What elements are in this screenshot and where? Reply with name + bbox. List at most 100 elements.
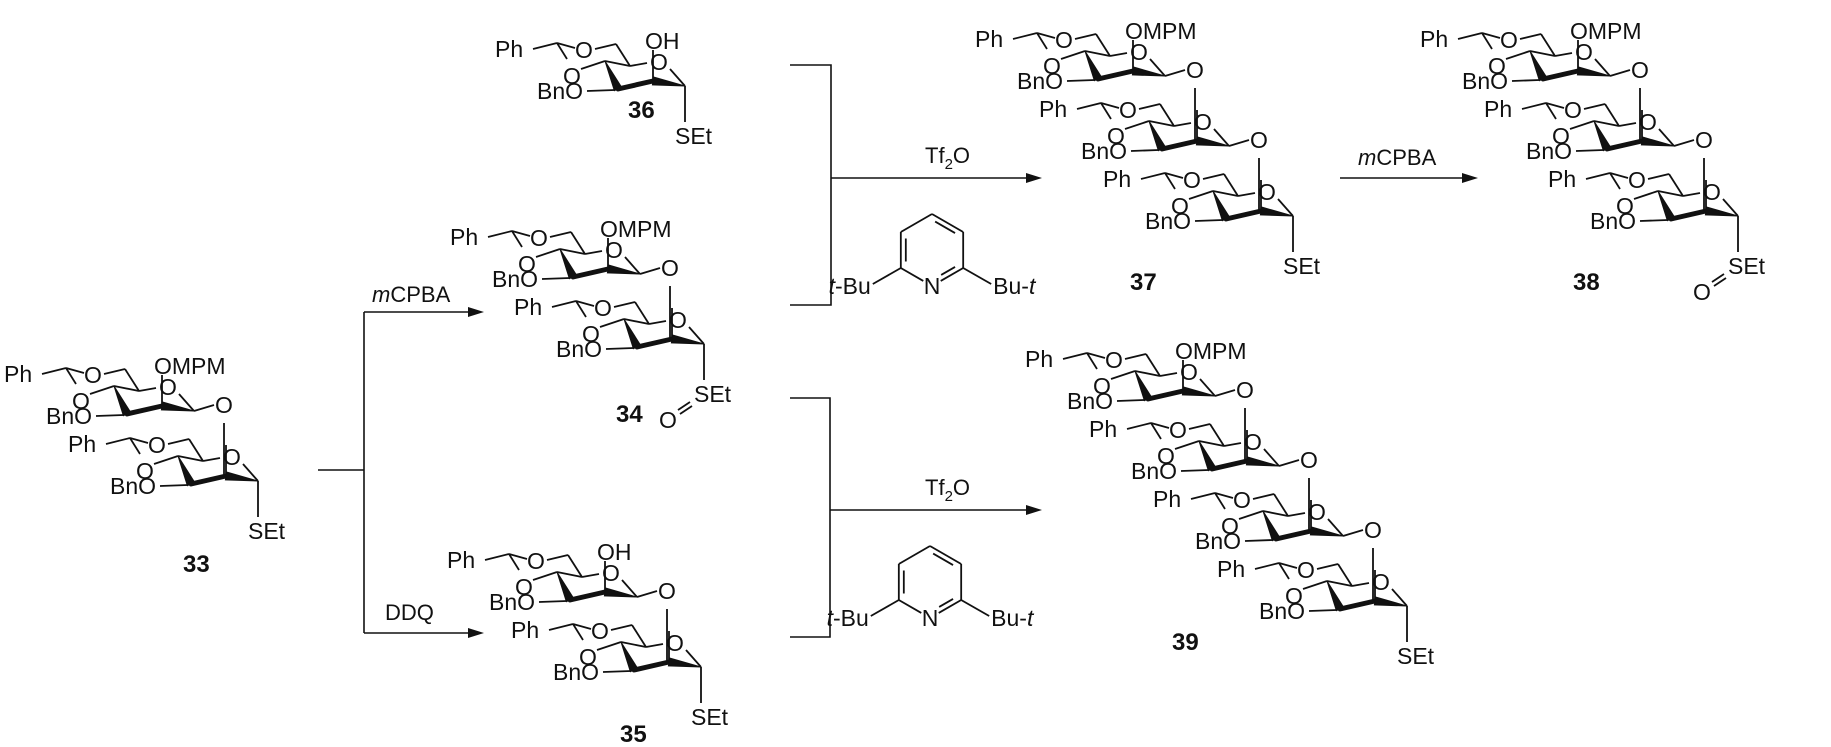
- arrowhead-r1: [468, 307, 484, 317]
- bond-o4-c4: [1124, 120, 1150, 130]
- bond-o5-c1: [1263, 448, 1280, 467]
- reagent-r1: mCPBA: [372, 282, 451, 307]
- phenyl-label: Ph: [1548, 166, 1576, 192]
- bond-c1-oglyc: [636, 590, 658, 598]
- ring-oxygen-o4: O: [1107, 123, 1125, 149]
- bond-o5-c1: [669, 68, 686, 87]
- bond-o4-c4: [1174, 440, 1200, 450]
- phenyl-label: Ph: [447, 547, 475, 573]
- compound-label-33: 33: [183, 551, 210, 578]
- phenyl-label: Ph: [1484, 96, 1512, 122]
- thioethyl-label: SEt: [675, 123, 713, 149]
- bond-c5-o5: [1618, 122, 1637, 127]
- tbu-italic: t: [1029, 273, 1037, 299]
- bond-o3-c3: [538, 600, 568, 603]
- bond-ph-acetal: [41, 367, 67, 375]
- phenyl-label: Ph: [511, 617, 539, 643]
- ring-oxygen-o5: O: [1372, 569, 1390, 595]
- reaction-arrows: mCPBA DDQ Tf2O mCPBA Tf2O: [318, 64, 1478, 638]
- pyridine-bond: [929, 545, 962, 565]
- bond-c4-c5: [1134, 370, 1161, 377]
- bond-o6-c6: [1138, 103, 1161, 110]
- phenyl-label: Ph: [4, 361, 32, 387]
- bond-o3-c3: [1511, 79, 1541, 82]
- pyridine-nitrogen: N: [924, 273, 941, 299]
- thioethyl-label: SEt: [1283, 253, 1321, 279]
- bond-c1-oglyc: [639, 267, 661, 275]
- ring-oxygen-o6: O: [594, 295, 612, 321]
- pyridine-bond: [898, 545, 931, 565]
- ring-oxygen-o5: O: [1130, 39, 1148, 65]
- bond-o3-c3: [1308, 609, 1338, 612]
- benzyloxy-label: BnO: [1145, 208, 1191, 234]
- bond-acetal-o4: [1278, 562, 1290, 580]
- bond-s-o-1: [677, 401, 691, 411]
- ring-oxygen-o5: O: [159, 374, 177, 400]
- pyridine-double-bond: [940, 266, 956, 276]
- bond-ph-acetal: [1585, 172, 1611, 180]
- bond-tbu-right: [962, 267, 992, 285]
- ring-oxygen-o6: O: [1500, 27, 1518, 53]
- bond-o6-c6: [1188, 423, 1211, 430]
- bold-bond-c3-c2: [1095, 68, 1136, 82]
- bond-c5-o5: [1554, 52, 1573, 57]
- glycosidic-oxygen: O: [1631, 57, 1649, 83]
- bond-ph-acetal: [532, 42, 558, 50]
- benzyloxy-label: BnO: [1259, 598, 1305, 624]
- thioethyl-label: SEt: [248, 518, 286, 544]
- bond-c6-c5: [1337, 563, 1353, 587]
- bond-c5-o5: [645, 643, 664, 648]
- bond-acetal-o4: [65, 367, 77, 385]
- bold-bond-c3-c2: [631, 659, 672, 673]
- bond-o5-c1: [1149, 58, 1166, 77]
- bond-o4-c4: [1569, 120, 1595, 130]
- mpm-ether-label: OMPM: [1570, 18, 1642, 44]
- bond-o6-c6: [103, 368, 126, 375]
- bond-o6-c6: [167, 438, 190, 445]
- ring-oxygen-o4: O: [518, 251, 536, 277]
- tbu-right-label: Bu-t: [993, 273, 1037, 299]
- bond-c4-c5: [1262, 510, 1289, 517]
- bond-o4-c4: [153, 455, 179, 465]
- glycosidic-oxygen: O: [661, 255, 679, 281]
- bond-o3-c3: [1194, 219, 1224, 222]
- bond-c5-o5: [138, 387, 157, 392]
- mpm-ether-label: OMPM: [1175, 338, 1247, 364]
- tbu-text: Bu-: [993, 273, 1029, 299]
- bond-s-o-2: [1713, 277, 1727, 287]
- bond-c5-o5: [648, 320, 667, 325]
- bond-c1-oglyc: [1164, 69, 1186, 77]
- ring-oxygen-o4: O: [1043, 53, 1061, 79]
- bond-o5-c1: [1327, 518, 1344, 537]
- glycosidic-oxygen: O: [1236, 377, 1254, 403]
- bond-o4-c4: [1238, 510, 1264, 520]
- bond-acetal-o4: [1100, 102, 1112, 120]
- ring-oxygen-o4: O: [72, 388, 90, 414]
- bond-c5-o5: [1173, 122, 1192, 127]
- bond-o4-c4: [596, 641, 622, 651]
- bond-c4-c5: [1084, 50, 1111, 57]
- hydroxyl-label: OH: [597, 539, 632, 565]
- arrowhead-r4: [1462, 173, 1478, 183]
- bond-o6-c6: [1316, 563, 1339, 570]
- bond-c5-o5: [584, 250, 603, 255]
- bond-c4-c5: [1657, 190, 1684, 197]
- bond-ph-acetal: [1012, 32, 1038, 40]
- glycosidic-oxygen: O: [215, 392, 233, 418]
- bond-acetal-o4: [572, 623, 584, 641]
- reagent-r5: Tf2O: [925, 475, 970, 505]
- bond-c6-c5: [1604, 103, 1620, 127]
- glycosidic-oxygen: O: [1695, 127, 1713, 153]
- bond-c6-c5: [1209, 423, 1225, 447]
- compound-label-35: 35: [620, 721, 647, 747]
- bond-c6-c5: [634, 301, 650, 325]
- bond-o6-c6: [549, 231, 572, 238]
